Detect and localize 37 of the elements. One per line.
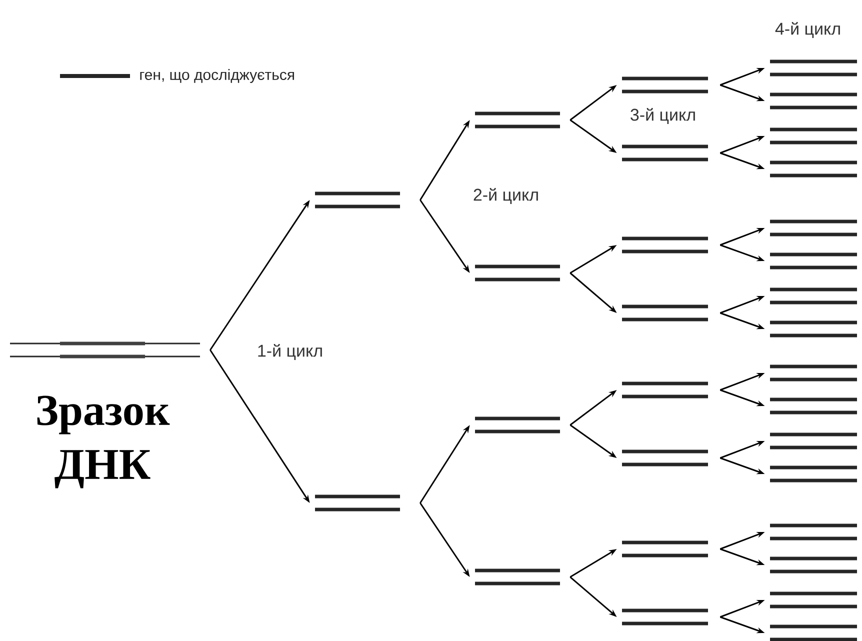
dna-double-strand xyxy=(770,592,857,608)
dna-double-strand xyxy=(770,92,857,110)
dna-double-strand xyxy=(622,236,708,254)
dna-double-strand xyxy=(770,160,857,178)
dna-double-strand xyxy=(622,144,708,162)
dna-double-strand xyxy=(770,466,857,482)
dna-double-strand xyxy=(770,624,857,641)
dna-double-strand xyxy=(475,568,560,586)
dna-double-strand xyxy=(475,416,560,434)
dna-double-strand xyxy=(475,112,560,128)
dna-double-strand xyxy=(622,76,708,94)
dna-double-strand xyxy=(622,608,708,626)
cycle-label: 3-й цикл xyxy=(630,108,695,124)
dna-double-strand xyxy=(770,252,857,270)
dna-double-strand xyxy=(622,382,708,398)
dna-double-strand xyxy=(770,364,857,382)
dna-double-strand xyxy=(622,540,708,558)
cycle-label: 4-й цикл xyxy=(775,22,840,38)
dna-double-strand xyxy=(770,398,857,414)
dna-double-strand xyxy=(622,450,708,466)
dna-double-strand xyxy=(475,264,560,282)
dna-double-strand xyxy=(770,320,857,338)
dna-double-strand xyxy=(770,524,857,540)
dna-double-strand xyxy=(770,288,857,304)
dna-double-strand xyxy=(315,494,400,512)
dna-double-strand xyxy=(10,342,200,358)
cycle-label: 1-й цикл xyxy=(258,344,322,360)
dna-double-strand xyxy=(770,432,857,450)
sample-caption: Зразок ДНК xyxy=(37,396,170,488)
legend-text: ген, що досліджується xyxy=(140,69,294,83)
dna-double-strand xyxy=(770,556,857,574)
dna-double-strand xyxy=(770,60,857,76)
dna-double-strand xyxy=(770,128,857,144)
dna-double-strand xyxy=(315,192,400,208)
cycle-label: 2-й цикл xyxy=(474,188,538,204)
dna-double-strand xyxy=(622,304,708,322)
dna-double-strand xyxy=(770,220,857,236)
